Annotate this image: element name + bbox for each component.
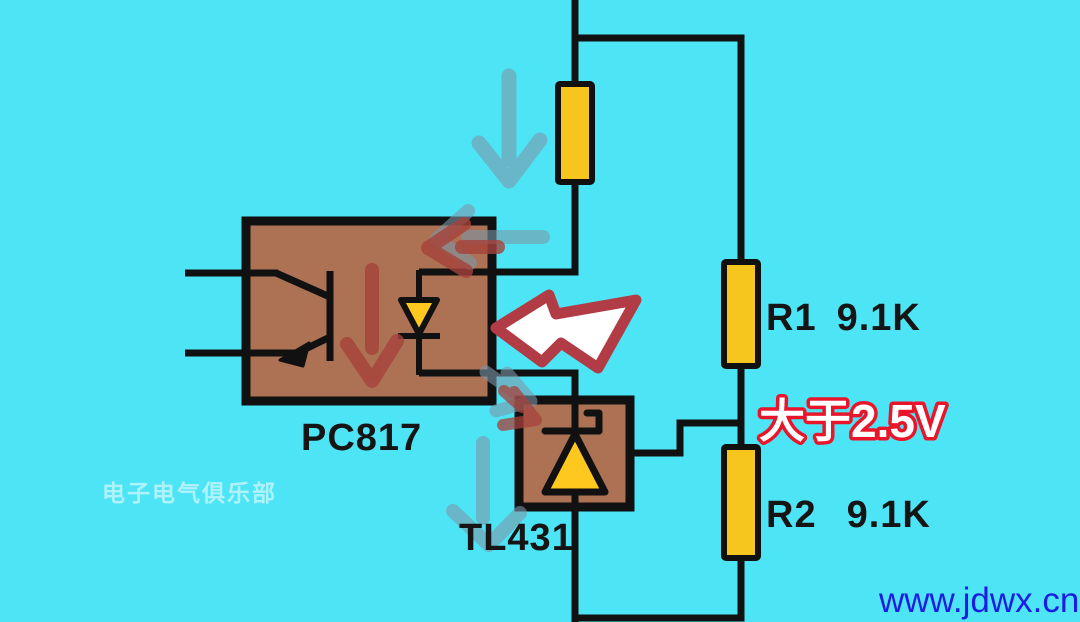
r1-designator: R1	[766, 297, 817, 339]
r2-label: R2 9.1K	[766, 494, 931, 537]
led-triangle	[398, 297, 440, 337]
led-symbol	[398, 270, 440, 375]
r2-resistor-body	[721, 444, 761, 561]
tl431-symbol	[541, 409, 609, 496]
flow-arrow-down-tl431	[446, 436, 527, 552]
highlight-arrow	[490, 289, 642, 374]
pc817-label: PC817	[301, 417, 423, 459]
circuit-wires	[185, 0, 745, 622]
website-watermark: www.jdwx.cn	[879, 581, 1080, 620]
bottom-return-wire	[575, 556, 745, 622]
r2-value: 9.1K	[846, 494, 931, 536]
r2-designator: R2	[766, 494, 817, 536]
phototransistor-symbol	[274, 269, 334, 368]
tl431-triangle	[541, 430, 609, 496]
voltage-note: 大于2.5V	[759, 395, 946, 447]
input-resistor-body	[555, 81, 595, 185]
tl431-ref-wire	[628, 419, 741, 457]
flow-arrow-down-red-pc817	[340, 263, 404, 388]
top-branch-wire	[572, 34, 745, 264]
flow-arrow-diag-red	[497, 385, 542, 431]
club-watermark: 电子电气俱乐部	[102, 480, 277, 506]
r1-label: R1 9.1K	[766, 297, 921, 340]
tl431-label: TL431	[459, 517, 574, 559]
flow-arrow-down-top	[471, 68, 548, 189]
transistor-collector	[274, 269, 332, 301]
tl431-ref-hook	[583, 409, 603, 435]
resistors	[555, 81, 761, 561]
r1-resistor-body	[721, 259, 761, 369]
emitter-arrowhead	[278, 341, 311, 368]
flow-arrow-left-red	[421, 217, 505, 278]
led-to-tl431-wire	[419, 369, 579, 437]
current-flow-arrows	[340, 68, 550, 552]
r1-value: 9.1K	[836, 297, 921, 339]
